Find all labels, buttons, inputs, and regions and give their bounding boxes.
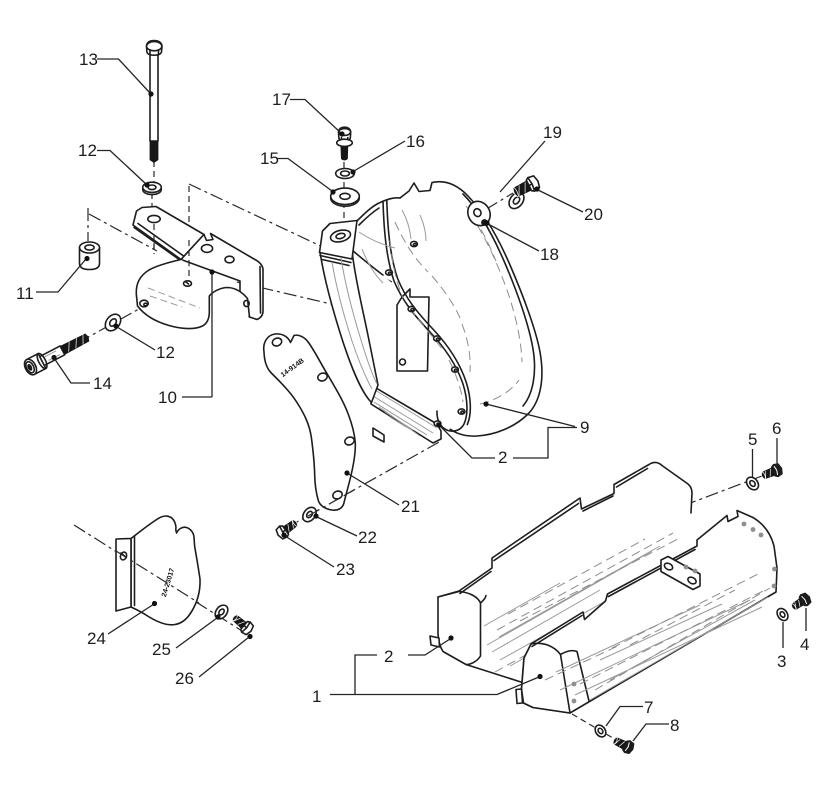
svg-text:22: 22 bbox=[358, 528, 377, 547]
svg-text:12: 12 bbox=[78, 141, 97, 160]
svg-text:23: 23 bbox=[336, 560, 355, 579]
svg-text:19: 19 bbox=[543, 123, 562, 142]
svg-text:8: 8 bbox=[670, 716, 679, 735]
svg-text:2: 2 bbox=[384, 647, 393, 666]
svg-text:14: 14 bbox=[93, 374, 112, 393]
svg-text:2: 2 bbox=[498, 448, 507, 467]
svg-text:3: 3 bbox=[777, 652, 786, 671]
svg-text:12: 12 bbox=[156, 343, 175, 362]
svg-text:13: 13 bbox=[79, 50, 98, 69]
svg-text:21: 21 bbox=[401, 497, 420, 516]
svg-text:10: 10 bbox=[158, 388, 177, 407]
svg-text:25: 25 bbox=[152, 640, 171, 659]
svg-text:20: 20 bbox=[584, 205, 603, 224]
svg-text:5: 5 bbox=[748, 430, 757, 449]
svg-text:1: 1 bbox=[312, 687, 321, 706]
svg-text:26: 26 bbox=[175, 669, 194, 688]
svg-text:17: 17 bbox=[272, 90, 291, 109]
svg-text:7: 7 bbox=[644, 698, 653, 717]
svg-text:24: 24 bbox=[87, 629, 106, 648]
svg-text:4: 4 bbox=[800, 635, 809, 654]
svg-text:11: 11 bbox=[16, 284, 34, 303]
svg-text:6: 6 bbox=[772, 419, 781, 438]
svg-text:15: 15 bbox=[260, 149, 279, 168]
svg-text:9: 9 bbox=[580, 418, 589, 437]
svg-text:16: 16 bbox=[406, 132, 425, 151]
svg-text:18: 18 bbox=[540, 245, 559, 264]
